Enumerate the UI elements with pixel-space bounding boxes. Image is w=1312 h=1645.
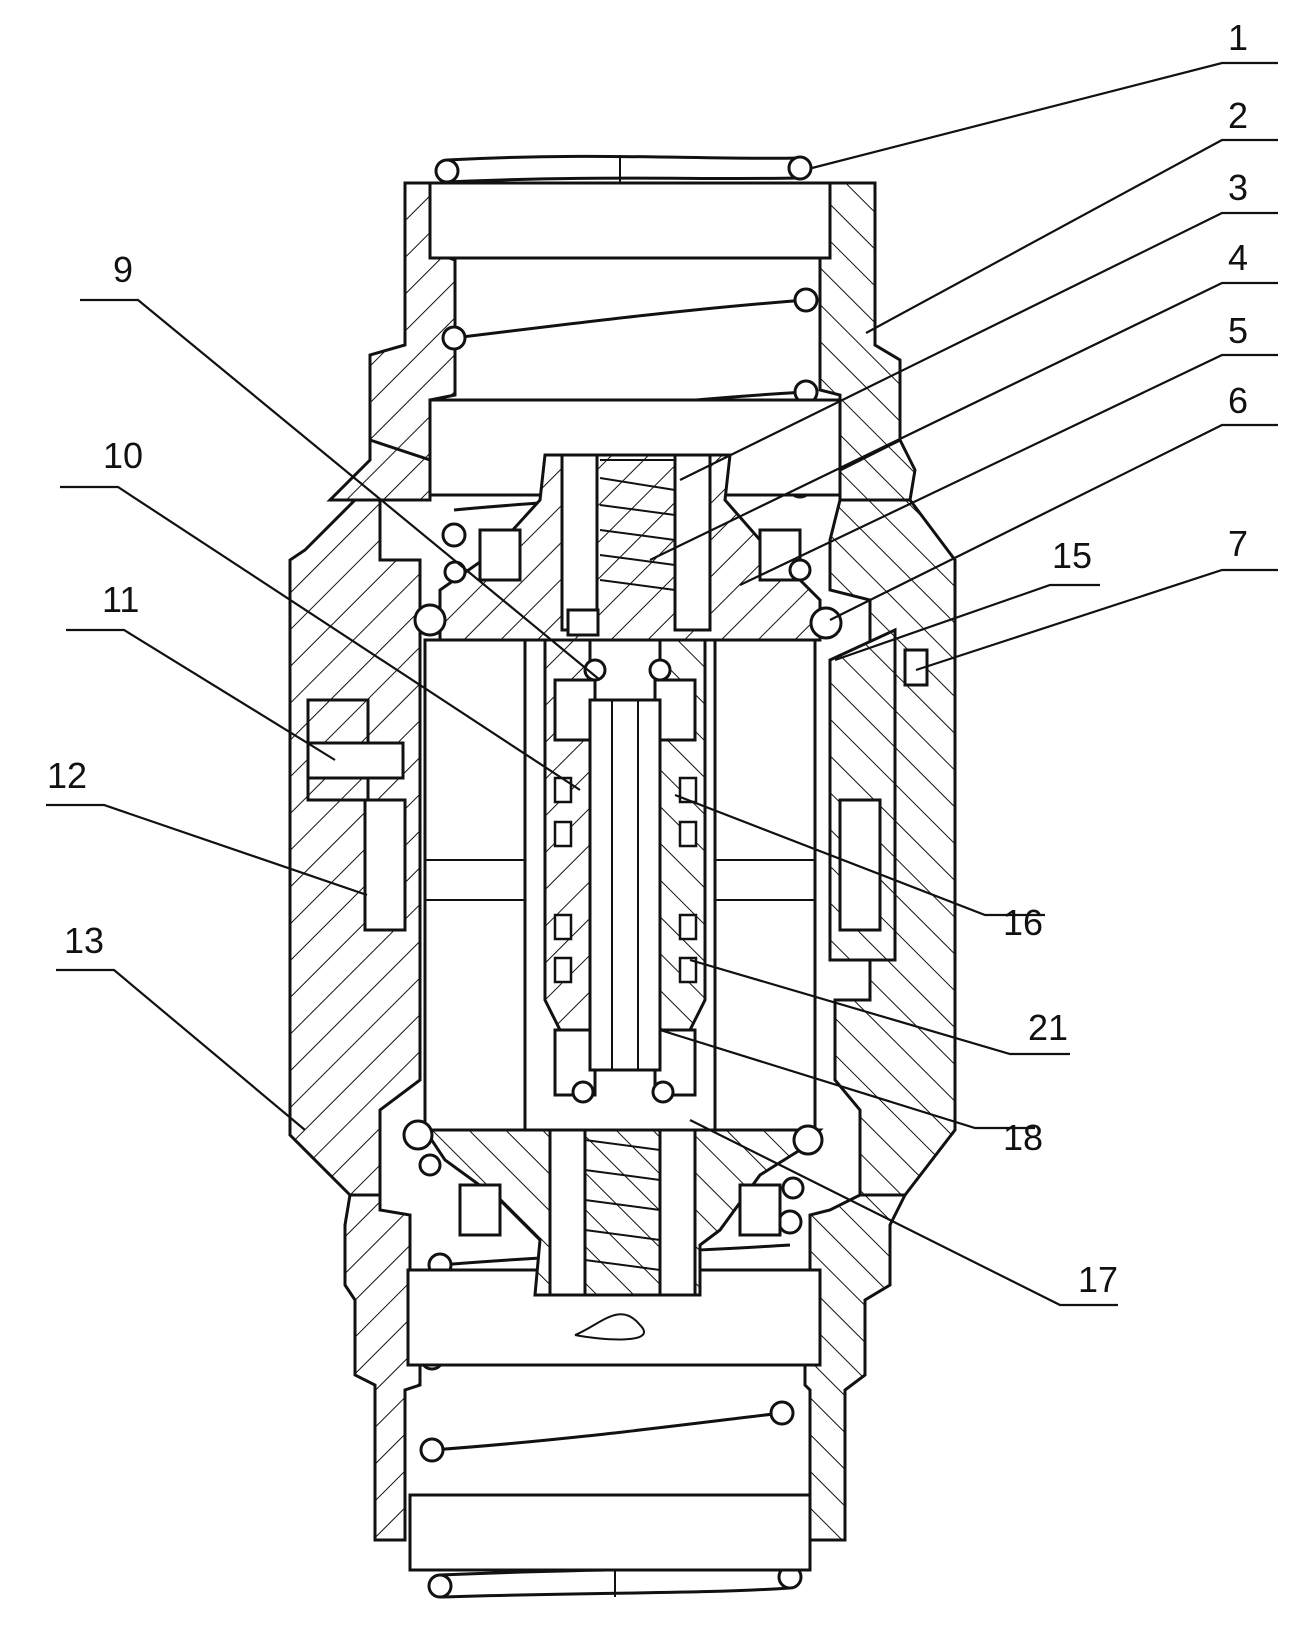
callout-15: 15 xyxy=(1052,535,1092,576)
callout-4: 4 xyxy=(1228,237,1248,278)
callout-17: 17 xyxy=(1078,1259,1118,1300)
callout-1: 1 xyxy=(1228,17,1248,58)
callout-18: 18 xyxy=(1003,1117,1043,1158)
callout-2: 2 xyxy=(1228,95,1248,136)
callout-7: 7 xyxy=(1228,523,1248,564)
callout-9: 9 xyxy=(113,249,133,290)
callout-13: 13 xyxy=(64,920,104,961)
callout-12: 12 xyxy=(47,755,87,796)
callout-10: 10 xyxy=(103,435,143,476)
callout-3: 3 xyxy=(1228,167,1248,208)
callout-16: 16 xyxy=(1003,902,1043,943)
central-sleeve xyxy=(545,640,705,1095)
callout-11: 11 xyxy=(102,579,139,620)
callout-6: 6 xyxy=(1228,380,1248,421)
callout-5: 5 xyxy=(1228,310,1248,351)
callout-21: 21 xyxy=(1028,1007,1068,1048)
